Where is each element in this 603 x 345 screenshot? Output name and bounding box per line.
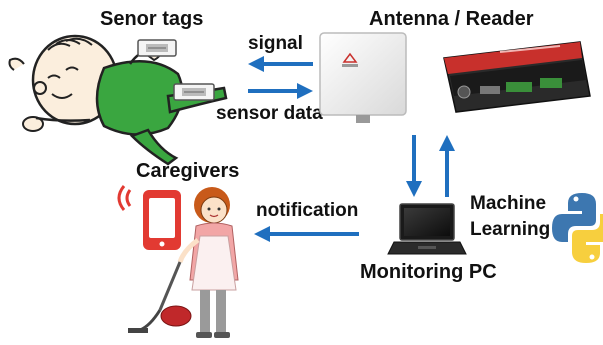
down-arrow-to-pc xyxy=(406,135,422,197)
sensor-tag-icon xyxy=(137,39,177,57)
machine-learning-label-line2: Learning xyxy=(470,219,551,240)
sensor-data-arrow xyxy=(248,83,313,99)
monitoring-pc-label: Monitoring PC xyxy=(360,261,497,283)
sensor-data-label: sensor data xyxy=(216,103,323,124)
antenna-icon xyxy=(319,32,407,123)
machine-learning-label-line1: Machine xyxy=(470,193,547,214)
rfid-reader-icon xyxy=(443,41,591,113)
sensor-tags-label: Senor tags xyxy=(100,8,204,30)
caregivers-label: Caregivers xyxy=(136,160,240,182)
signal-arrow xyxy=(248,56,313,72)
notification-arrow xyxy=(254,226,359,242)
notification-label: notification xyxy=(256,200,359,221)
laptop-icon xyxy=(387,203,467,255)
up-arrow-to-reader xyxy=(439,135,455,197)
sensor-tag-icon xyxy=(173,83,215,101)
antenna-reader-label: Antenna / Reader xyxy=(369,8,534,30)
smartphone-alert-icon xyxy=(117,185,181,250)
caregiver-icon xyxy=(128,187,239,338)
signal-label: signal xyxy=(248,33,303,54)
python-logo-icon xyxy=(552,193,603,263)
